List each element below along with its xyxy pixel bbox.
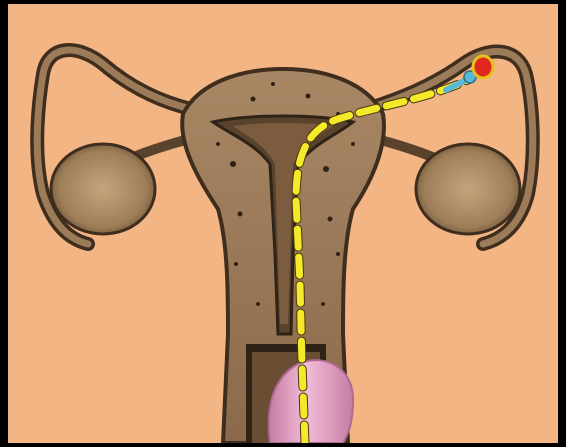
illustration-panel [8, 4, 558, 443]
left-ovary [51, 144, 155, 234]
target-marker [473, 56, 493, 78]
anatomy-illustration [8, 4, 558, 443]
right-ovary [416, 144, 520, 234]
